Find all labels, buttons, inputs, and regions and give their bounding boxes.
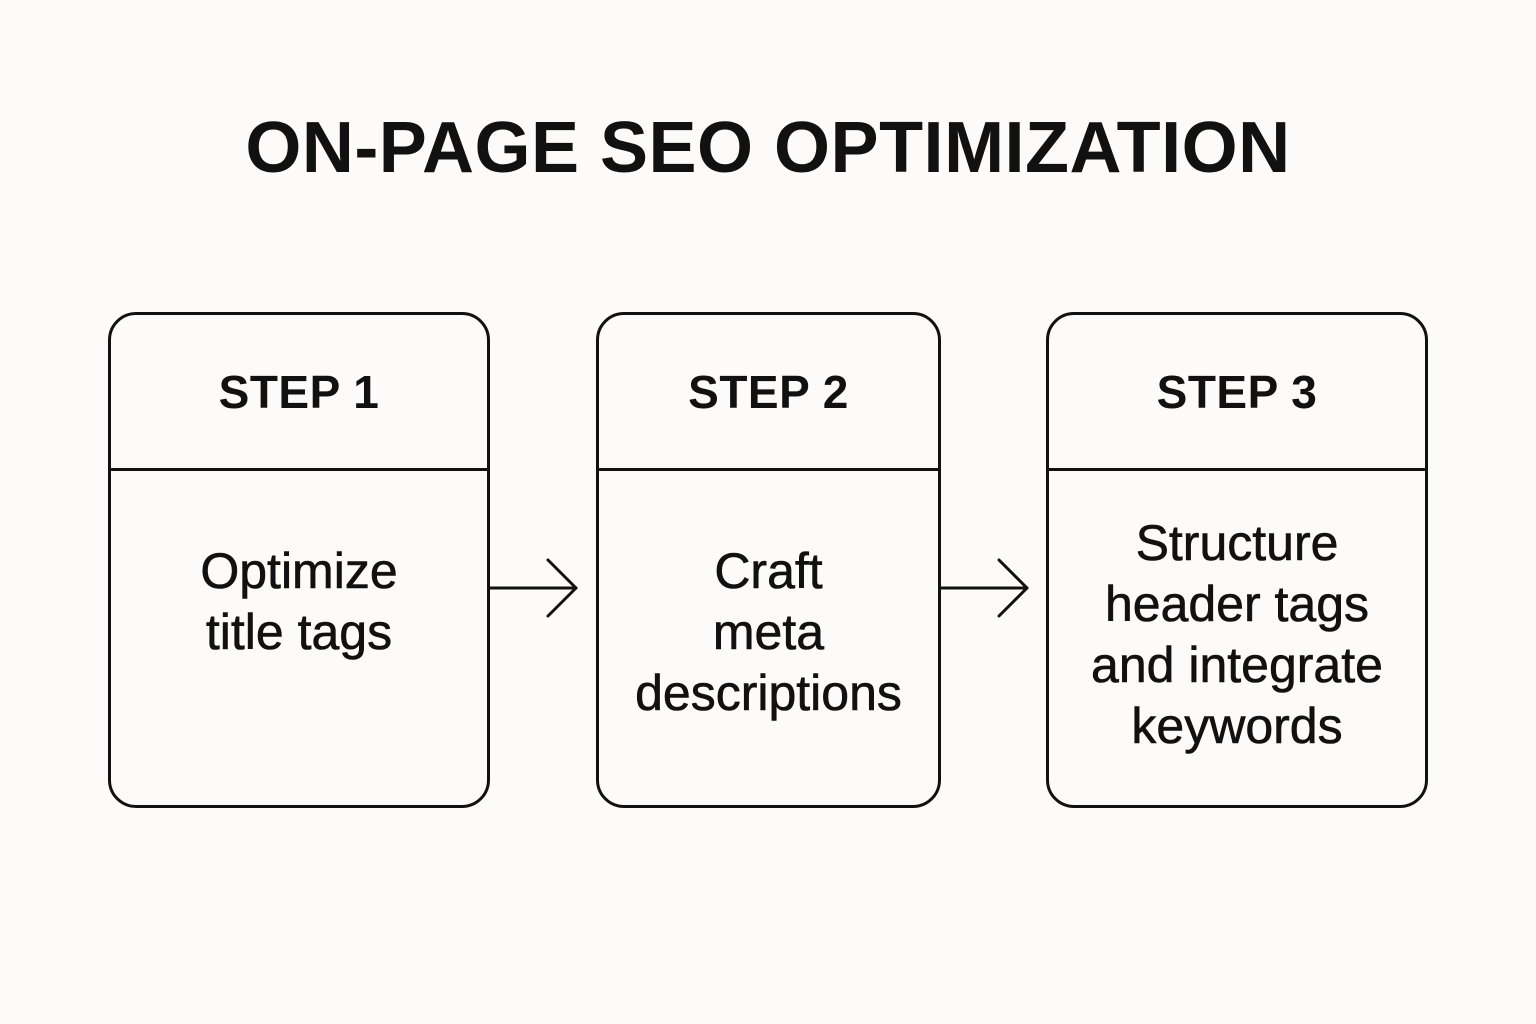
step-description-line: descriptions <box>635 665 902 722</box>
step-card-2: STEP 2 Craft meta descriptions <box>596 312 941 808</box>
arrow-right-icon <box>490 558 578 618</box>
step-description-line: header tags <box>1104 576 1370 633</box>
step-label: STEP 2 <box>599 315 938 471</box>
step-description-line: and integrate <box>1091 637 1384 694</box>
step-label: STEP 3 <box>1049 315 1425 471</box>
step-description-line: Optimize <box>200 543 398 600</box>
arrow-right-icon <box>941 558 1029 618</box>
step-description: Craft meta descriptions <box>599 541 938 724</box>
step-description-line: meta <box>712 604 825 661</box>
step-description-line: title tags <box>205 604 393 661</box>
step-card-3: STEP 3 Structure header tags and integra… <box>1046 312 1428 808</box>
step-description: Optimize title tags <box>111 541 487 663</box>
step-card-1: STEP 1 Optimize title tags <box>108 312 490 808</box>
step-description-line: keywords <box>1131 698 1343 755</box>
step-description-line: Craft <box>714 543 823 600</box>
step-label: STEP 1 <box>111 315 487 471</box>
step-description-line: Structure <box>1135 515 1339 572</box>
step-description: Structure header tags and integrate keyw… <box>1049 513 1425 757</box>
diagram-title: ON-PAGE SEO OPTIMIZATION <box>245 108 1291 188</box>
